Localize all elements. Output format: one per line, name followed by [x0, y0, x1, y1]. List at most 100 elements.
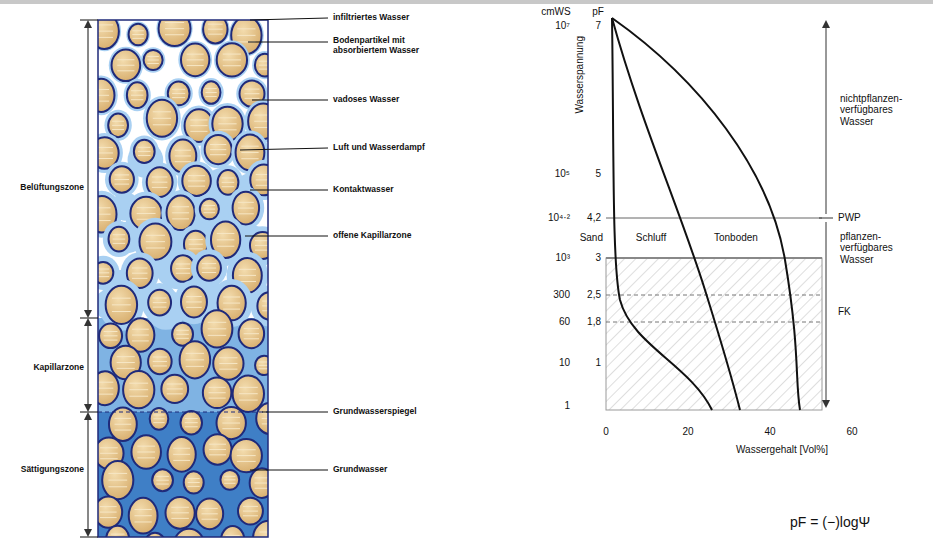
soil-grain	[115, 430, 132, 431]
soil-grain	[244, 328, 259, 329]
soil-grain	[153, 307, 167, 308]
soil-grain	[141, 283, 177, 322]
soil-grain	[98, 37, 113, 38]
soil-grain	[255, 483, 268, 484]
soil-grain	[259, 368, 268, 369]
soil-grain	[200, 131, 235, 168]
soil-grain	[244, 333, 259, 334]
soil-grain	[115, 184, 130, 185]
soil-grain	[137, 446, 155, 447]
soil-grain	[98, 152, 113, 153]
soil-grain	[153, 414, 164, 415]
soil-grain	[112, 304, 131, 305]
soil-grain	[187, 59, 204, 60]
soil-grain	[98, 20, 121, 51]
soil-grain	[108, 480, 127, 481]
soil-grain	[113, 234, 125, 235]
soil-grain	[262, 301, 268, 302]
soil-grain	[233, 376, 264, 412]
tick-label: 4,2	[587, 212, 601, 224]
soil-grain	[224, 483, 235, 484]
soil-grain	[137, 452, 155, 453]
soil-grain	[176, 330, 189, 331]
soil-grain	[208, 322, 226, 323]
soil-grain	[201, 20, 230, 46]
tick-label: 10⁷	[555, 20, 570, 32]
soil-column	[98, 20, 268, 537]
soil-grain	[108, 114, 128, 138]
soil-grain	[205, 88, 216, 89]
soil-grain	[202, 513, 218, 514]
soil-grain	[131, 90, 143, 91]
soil-grain	[132, 335, 149, 336]
soil-grain	[153, 356, 167, 357]
soil-grain	[98, 101, 109, 102]
soil-grain	[257, 292, 268, 320]
axis-unit: pF	[592, 6, 604, 18]
soil-grain	[126, 22, 150, 48]
soil-grain	[180, 411, 202, 435]
soil-grain	[98, 220, 111, 221]
soil-grain	[239, 275, 256, 276]
soil-grain	[123, 371, 154, 408]
soil-grain	[256, 174, 268, 175]
soil-grain	[134, 515, 151, 516]
soil-grain	[239, 269, 256, 270]
soil-grain	[223, 303, 240, 304]
soil-grain	[102, 461, 133, 499]
soil-grain	[132, 38, 143, 39]
tick-label: 1	[564, 400, 570, 412]
line-label: FK	[838, 306, 851, 318]
soil-grain	[117, 65, 134, 66]
soil-grain	[199, 78, 224, 107]
soil-grain	[231, 439, 262, 472]
soil-grain	[112, 129, 124, 130]
soil-grain	[131, 95, 143, 96]
soil-grain	[256, 179, 268, 180]
soil-grain	[259, 532, 268, 533]
tick-label: 1	[595, 357, 601, 369]
soil-grain	[98, 31, 113, 32]
soil-grain	[186, 353, 204, 354]
soil-grain	[255, 477, 268, 478]
soil-grain	[203, 377, 232, 408]
soil-grain	[137, 457, 155, 458]
soil-grain	[262, 310, 268, 311]
soil-grain	[152, 187, 168, 188]
soil-grain	[153, 422, 164, 423]
soil-grain	[210, 154, 226, 155]
soil-grain	[98, 371, 119, 405]
soil-grain	[188, 175, 205, 176]
range-label: nichtpflanzen-verfügbares Wasser	[840, 93, 928, 128]
tick-label: 60	[846, 426, 857, 438]
soil-grain	[254, 121, 268, 122]
soil-grain	[209, 387, 226, 388]
soil-grain	[254, 115, 268, 116]
soil-grain	[210, 149, 226, 150]
soil-grain	[156, 484, 168, 485]
soil-grain	[203, 20, 227, 43]
soil-grain	[244, 338, 259, 339]
soil-grain	[156, 480, 168, 481]
soil-grain	[243, 511, 258, 512]
soil-grain	[129, 396, 148, 397]
soil-grain	[256, 403, 268, 434]
soil-grain	[100, 447, 118, 448]
soil-grain	[127, 82, 148, 108]
callout-label: Kontaktwasser	[333, 185, 393, 195]
soil-grain	[152, 182, 168, 183]
soil-grain	[245, 89, 260, 90]
soil-grain	[222, 428, 240, 429]
soil-grain	[259, 361, 268, 362]
soil-grain	[153, 365, 167, 366]
soil-grain	[223, 297, 240, 298]
soil-grain	[130, 136, 159, 168]
soil-grain	[255, 240, 268, 241]
soil-grain	[117, 59, 134, 60]
soil-grain	[186, 296, 202, 297]
curve-label: Tonboden	[714, 232, 758, 244]
soil-grain	[153, 361, 167, 362]
soil-grain	[106, 286, 137, 324]
soil-grain	[209, 392, 226, 393]
soil-grain	[138, 155, 150, 156]
